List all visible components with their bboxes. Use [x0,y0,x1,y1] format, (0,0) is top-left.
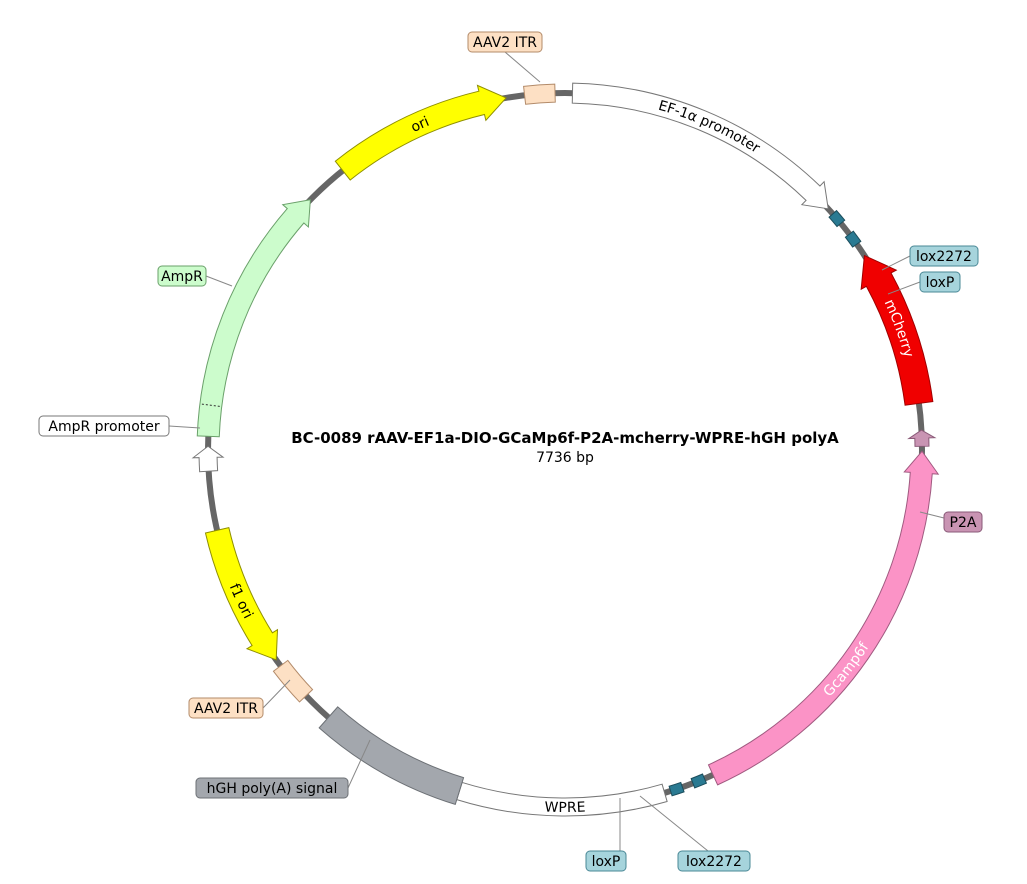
plasmid-title: BC-0089 rAAV-EF1a-DIO-GCaMp6f-P2A-mcherr… [291,429,839,447]
loxp-bottom-callout-label: loxP [592,854,621,870]
aav2-itr-bottom-callout-box [188,697,264,719]
loxp-right-callout-label: loxP [926,275,955,291]
plasmid-size: 7736 bp [536,450,594,466]
ampr-promoter-callout-line [168,425,201,429]
loxp-bottom-callout-box [585,850,627,872]
ef1a-promoter-label: EF-1α promoter [657,98,763,157]
hgh-polya-callout-label: hGH poly(A) signal [207,781,338,797]
p2a-callout-box [943,511,983,533]
f1-ori-feature [204,527,279,661]
feature-layer [191,82,940,817]
aav2-itr-top-callout-box [467,31,543,53]
lox2272-bottom-feature [690,773,708,789]
ampr-promoter-callout-label: AmpR promoter [48,419,159,435]
ori-label-text: ori [409,114,432,136]
loxp-right-feature [844,230,862,248]
ampr-callout-box [157,265,207,287]
ef1a-promoter-feature [571,82,829,210]
ampr-callout-label: AmpR [161,269,203,285]
wpre-label-text: WPRE [544,799,586,816]
hgh-polya-callout-box [195,777,349,799]
lox2272-bottom-callout-box [677,850,751,872]
hgh-polya-callout-line [347,739,371,789]
lox2272-right-feature [828,209,846,228]
aav2-itr-top-feature [523,83,556,105]
ef1a-promoter-label-text: EF-1α promoter [657,98,763,157]
loxp-right-callout-box [919,271,961,293]
wpre-label: WPRE [544,799,586,816]
ampr-promoter-callout-box [38,415,170,437]
aav2-itr-bottom-callout-label: AAV2 ITR [194,701,258,717]
p2a-callout-line [919,511,945,519]
ori-label: ori [409,114,432,136]
ampr-promoter-feature [191,445,225,473]
lox2272-right-callout-label: lox2272 [916,249,972,265]
loxp-bottom-feature [668,781,685,797]
aav2-itr-bottom-feature [272,659,314,703]
hgh-polya-feature [318,706,465,806]
gcamp6f-label-text: Gcamp6f [821,639,873,700]
mcherry-feature [860,254,934,406]
lox2272-bottom-callout-line [639,795,709,852]
gcamp6f-label: Gcamp6f [821,639,873,700]
callout-layer: AAV2 ITR lox2272 loxP P2A lox2272 loxP hGH pol… [38,31,983,872]
aav2-itr-bottom-callout-line [262,679,291,709]
gcamp6f-feature [707,450,940,786]
p2a-callout-label: P2A [950,515,977,531]
lox2272-right-callout-line [881,255,911,271]
ampr-dotted-mark [201,403,220,407]
p2a-feature [907,429,937,447]
ampr-callout-line [205,275,233,287]
aav2-itr-top-callout-line [504,51,541,83]
lox2272-bottom-callout-label: lox2272 [686,854,742,870]
ori-feature [334,84,507,181]
aav2-itr-top-callout-label: AAV2 ITR [473,35,537,51]
lox2272-right-callout-box [909,245,979,267]
ampr-feature [196,199,311,438]
loxp-right-callout-line [887,281,921,295]
